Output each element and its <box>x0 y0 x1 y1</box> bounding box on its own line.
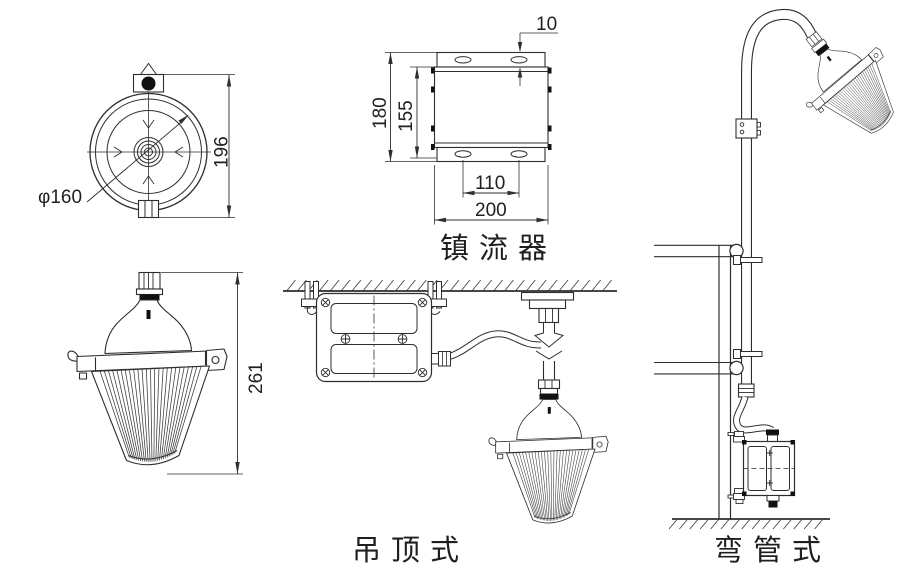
bottom-lug <box>137 199 160 219</box>
top-lug-pin <box>141 76 156 91</box>
bent-pipe-view: 弯管式 <box>654 8 904 567</box>
tilted-lamp <box>786 23 904 157</box>
ballast-title: 镇流器 <box>440 232 557 265</box>
dim-diameter: φ160 <box>38 187 82 208</box>
dim-200: 200 <box>475 200 507 221</box>
corner-screws <box>320 297 428 378</box>
ceiling-view-title: 吊顶式 <box>352 534 469 567</box>
ballast-dimension-view: 10 180 155 110 200 镇流器 <box>370 14 558 265</box>
ceiling-hatch <box>286 279 612 291</box>
lamp-side-view: 261 <box>67 271 267 475</box>
ground-hatch <box>668 519 823 530</box>
ceiling-mount-view: 吊顶式 <box>283 279 617 567</box>
dim-155: 155 <box>396 100 417 132</box>
cover-screws <box>340 334 408 344</box>
dim-flange-10: 10 <box>536 14 557 35</box>
bent-pipe-view-title: 弯管式 <box>714 534 831 567</box>
dim-height-196: 196 <box>212 136 233 168</box>
dim-261: 261 <box>246 362 267 394</box>
lamp-top-view: φ160 196 <box>38 62 235 219</box>
pole-box-corners <box>742 440 795 496</box>
rail-end-cap <box>729 360 744 376</box>
rod-break-arrow <box>533 322 565 348</box>
dim-110: 110 <box>475 173 505 194</box>
ballast-side-tabs <box>431 67 552 150</box>
pipe-clamp <box>735 118 758 139</box>
dim-180: 180 <box>370 97 391 129</box>
